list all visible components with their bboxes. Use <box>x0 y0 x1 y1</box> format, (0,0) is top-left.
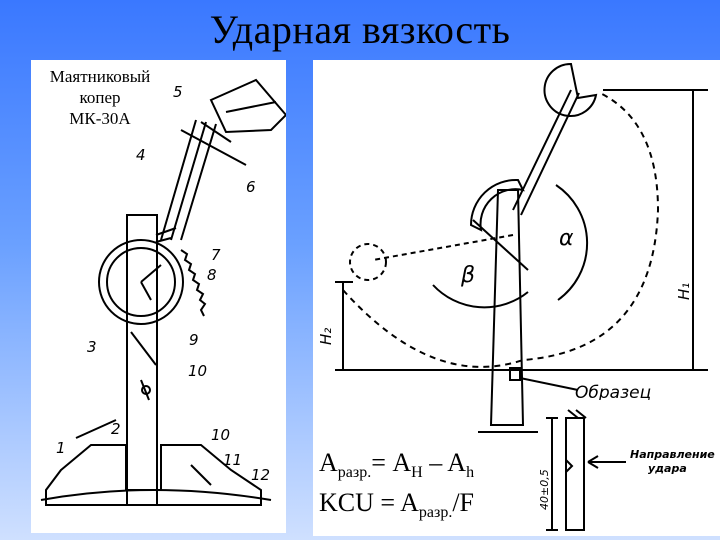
f2-tail: /F <box>452 488 475 517</box>
f1-h2-sub: h <box>466 464 475 482</box>
label-5: 5 <box>173 83 183 101</box>
tester-sketch: 5 4 6 7 8 3 9 10 1 2 10 11 12 <box>40 78 286 506</box>
h1-label: H₁ <box>675 283 693 300</box>
f1-h-sub: H <box>411 464 423 482</box>
sample-label: Образец <box>575 383 651 403</box>
label-10-upper: 10 <box>188 362 207 380</box>
h2-label: H₂ <box>317 328 335 345</box>
pendulum-schematic: α β H₁ H₂ Образец <box>313 60 720 438</box>
direction-line-1: Направление <box>630 448 715 461</box>
pendulum-tester-drawing: Маятниковый копер МК-30А <box>31 60 286 533</box>
beta-label: β <box>460 263 475 288</box>
alpha-label: α <box>559 226 574 251</box>
label-6: 6 <box>246 178 256 196</box>
formula-kcu: KCU = Aразр./F <box>319 488 474 522</box>
label-12: 12 <box>251 466 270 484</box>
label-1: 1 <box>56 439 66 457</box>
direction-line-2: удара <box>648 462 687 475</box>
caption-line-2: копер <box>79 88 121 107</box>
sample-dimension: 40±0,5 <box>538 469 551 510</box>
label-3: 3 <box>87 338 97 356</box>
label-10-lower: 10 <box>211 426 230 444</box>
label-4: 4 <box>136 146 146 164</box>
formula-box: Aразр.= AH – Ah KCU = Aразр./F <box>313 438 538 536</box>
formula-energy: Aразр.= AH – Ah <box>319 448 474 482</box>
slide-title: Ударная вязкость <box>209 7 511 52</box>
label-8: 8 <box>207 266 217 284</box>
tester-caption: Маятниковый копер МК-30А <box>35 66 165 129</box>
schematic-sketch: α β H₁ H₂ Образец <box>317 62 708 433</box>
f1-eq: = A <box>371 448 412 477</box>
sample-diagram: 40±0,5 Направление удара <box>538 400 720 536</box>
f1-minus: – A <box>422 448 467 477</box>
caption-line-3: МК-30А <box>69 109 131 128</box>
f1-a-sub: разр. <box>337 464 372 482</box>
f1-a: A <box>319 448 338 477</box>
caption-line-1: Маятниковый <box>49 67 151 86</box>
label-9: 9 <box>189 331 199 349</box>
f2-a-sub: разр. <box>418 504 453 522</box>
sample-sketch: 40±0,5 Направление удара <box>538 409 715 531</box>
label-7: 7 <box>211 246 221 264</box>
label-2: 2 <box>111 420 121 438</box>
label-11: 11 <box>223 451 242 469</box>
f2-kcu: KCU = A <box>319 488 419 517</box>
